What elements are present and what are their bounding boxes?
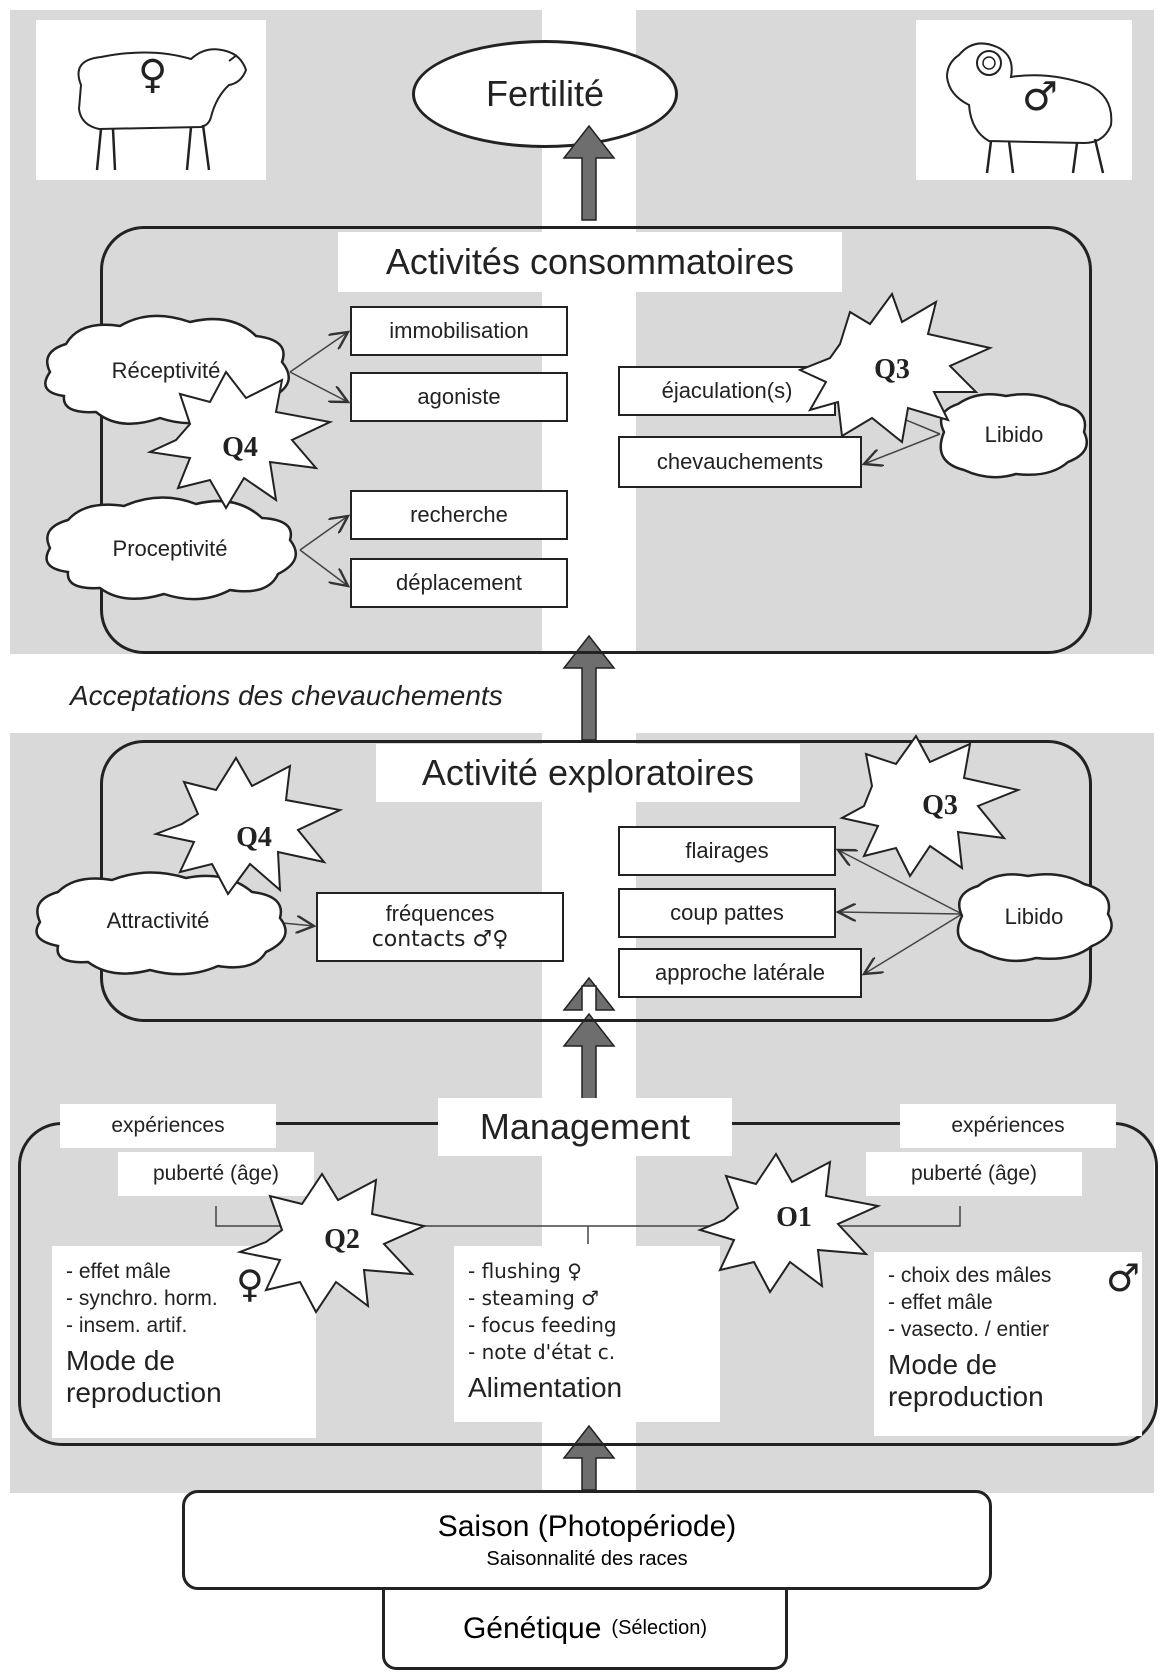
feeding-title: Alimentation: [468, 1372, 623, 1403]
right-item: - effet mâle: [888, 1291, 993, 1314]
proceptivity-label: Proceptivité: [113, 536, 228, 561]
genetics-subtitle: (Sélection): [611, 1617, 708, 1639]
arrow-to-season: [562, 1424, 616, 1491]
q2-label: Q2: [324, 1224, 360, 1255]
contacts-line-1: fréquences: [385, 900, 495, 926]
arrow-to-fertility: [562, 124, 616, 221]
right-reproduction-title-1: Mode de: [888, 1349, 997, 1380]
acceptation-label: Acceptations des chevauchements: [70, 680, 503, 711]
consummatory-frame: [100, 226, 1092, 654]
libido-top-label: Libido: [985, 422, 1044, 447]
left-item: - synchro. horm.: [66, 1287, 218, 1310]
feeding-item: - steaming ♂: [468, 1286, 600, 1310]
genetics-box: Génétique (Sélection): [382, 1590, 788, 1670]
management-title: Management: [438, 1098, 732, 1156]
q1-burst: [697, 1152, 882, 1294]
consummatory-title: Activités consommatoires: [338, 232, 842, 292]
contacts-box: fréquences contacts ♂♀: [316, 892, 564, 962]
q3-mid-label: Q3: [922, 790, 958, 821]
right-reproduction-title-2: reproduction: [888, 1381, 1044, 1412]
immobilisation-box: immobilisation: [350, 306, 568, 356]
libido-mid-label: Libido: [1005, 904, 1064, 929]
right-item: - vasecto. / entier: [888, 1318, 1050, 1341]
season-title: Saison (Photopériode): [437, 1509, 737, 1543]
feeding-item: - note d'état c.: [468, 1340, 616, 1364]
feeding-item: - flushing ♀: [468, 1259, 582, 1283]
right-reproduction-block: - choix des mâles - effet mâle - vasecto…: [874, 1252, 1142, 1436]
feeding-item: - focus feeding: [468, 1313, 617, 1337]
fertility-label: Fertilité: [485, 73, 605, 114]
q4-mid-burst: [152, 756, 344, 896]
season-subtitle: Saisonnalité des races: [486, 1547, 688, 1570]
agonist-box: agoniste: [350, 372, 568, 422]
libido-cloud-top: [939, 393, 1088, 479]
q4-top-burst: [146, 370, 334, 510]
search-box: recherche: [350, 490, 568, 540]
genetics-title: Génétique: [462, 1611, 602, 1645]
female-symbol: ♀: [138, 52, 168, 98]
proceptivity-cloud: [45, 496, 298, 601]
q2-burst: [236, 1172, 428, 1314]
left-reproduction-title-2: reproduction: [66, 1377, 222, 1408]
right-puberty: puberté (âge): [866, 1152, 1082, 1196]
left-experiences: expériences: [60, 1104, 276, 1148]
mounting-box: chevauchements: [618, 436, 862, 488]
right-experiences: expériences: [900, 1104, 1116, 1148]
left-item: - effet mâle: [66, 1260, 171, 1283]
ejaculation-box: éjaculation(s): [618, 366, 836, 416]
sniffing-box: flairages: [618, 826, 836, 876]
management-bracket: [215, 1206, 961, 1244]
q1-label: O1: [776, 1202, 812, 1233]
q4-top-label: Q4: [222, 432, 258, 463]
right-male-symbol: ♂: [1106, 1256, 1141, 1300]
attractivity-cloud: [35, 871, 287, 976]
displacement-box: déplacement: [350, 558, 568, 608]
left-item: - insem. artif.: [66, 1314, 188, 1337]
q4-mid-label: Q4: [236, 822, 272, 853]
lateral-approach-box: approche latérale: [618, 948, 862, 998]
left-puberty: puberté (âge): [118, 1152, 314, 1196]
male-symbol: ♂: [1022, 74, 1058, 120]
right-item: - choix des mâles: [888, 1264, 1052, 1287]
connector-lines: [271, 332, 963, 974]
attractivity-label: Attractivité: [107, 908, 210, 933]
left-reproduction-title-1: Mode de: [66, 1345, 175, 1376]
exploratory-title: Activité exploratoires: [376, 744, 800, 802]
q3-mid-burst: [839, 734, 1022, 878]
left-female-symbol: ♀: [236, 1262, 264, 1306]
q3-top-label: Q3: [874, 354, 910, 385]
feeding-block: - flushing ♀ - steaming ♂ - focus feedin…: [454, 1246, 720, 1422]
libido-cloud-mid: [956, 873, 1113, 963]
female-sheep-image: [36, 20, 266, 180]
arrow-to-exploratory: [562, 976, 616, 1011]
season-box: Saison (Photopériode) Saisonnalité des r…: [182, 1490, 992, 1590]
leg-kick-box: coup pattes: [618, 888, 836, 938]
fertility-ellipse: Fertilité: [412, 40, 678, 148]
receptivity-label: Réceptivité: [112, 358, 221, 383]
contacts-line-2: contacts ♂♀: [371, 927, 509, 952]
q3-top-burst: [797, 291, 994, 444]
male-sheep-image: [916, 20, 1132, 180]
left-reproduction-block: - effet mâle - synchro. horm. - insem. a…: [52, 1246, 316, 1438]
